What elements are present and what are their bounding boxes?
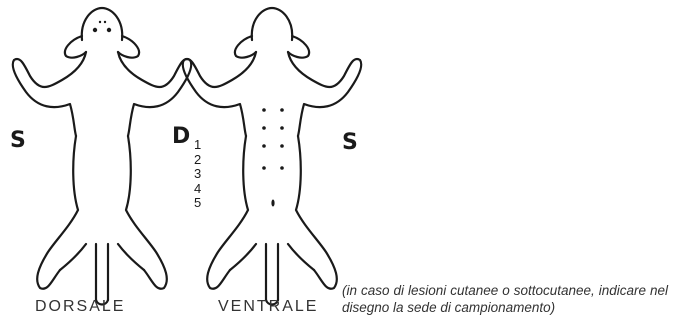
ventral-left-side-label: S [342,132,358,154]
ventral-outline [183,8,362,305]
mammary-number: 2 [194,153,201,168]
mammary-dots [262,108,284,206]
mammary-number: 5 [194,196,201,211]
mammary-number-list: 1 2 3 4 5 [194,138,201,211]
dorsal-eyes [93,21,111,32]
sampling-caption: (in caso di lesioni cutanee o sottocutan… [342,282,668,316]
dorsal-view-label: DORSALE [35,298,125,316]
dorsal-outline [13,8,192,305]
ventral-view-label: VENTRALE [218,298,318,316]
left-side-label: S [10,130,26,152]
mammary-number: 4 [194,182,201,197]
mammary-number: 1 [194,138,201,153]
mammary-number: 3 [194,167,201,182]
right-side-label: D [172,126,190,148]
